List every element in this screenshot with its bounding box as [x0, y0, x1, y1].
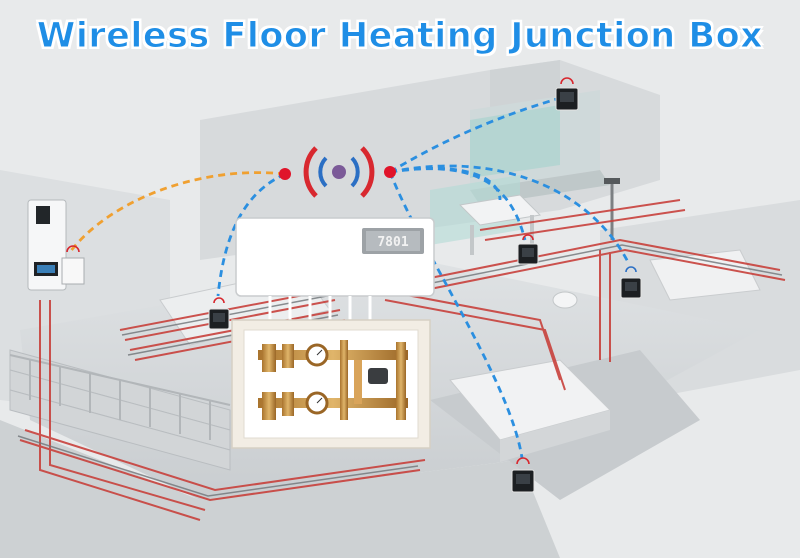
- junction-box-icon: 7801: [235, 217, 435, 297]
- manifold-icon: [231, 319, 431, 449]
- wireless-signal-icon: [279, 146, 396, 198]
- display-reading: 7801: [377, 235, 408, 250]
- thermostat-icon: [208, 297, 230, 330]
- thermostat-icon: [555, 77, 579, 111]
- boiler-icon: [27, 199, 67, 291]
- thermostat-icon: [517, 234, 539, 265]
- page-title: Wireless Floor Heating Junction Box: [36, 16, 764, 57]
- thermostat-icon: [620, 266, 642, 299]
- wireless-links: [68, 96, 630, 459]
- thermostat-icon: [61, 245, 85, 285]
- thermostat-icon: [511, 457, 535, 493]
